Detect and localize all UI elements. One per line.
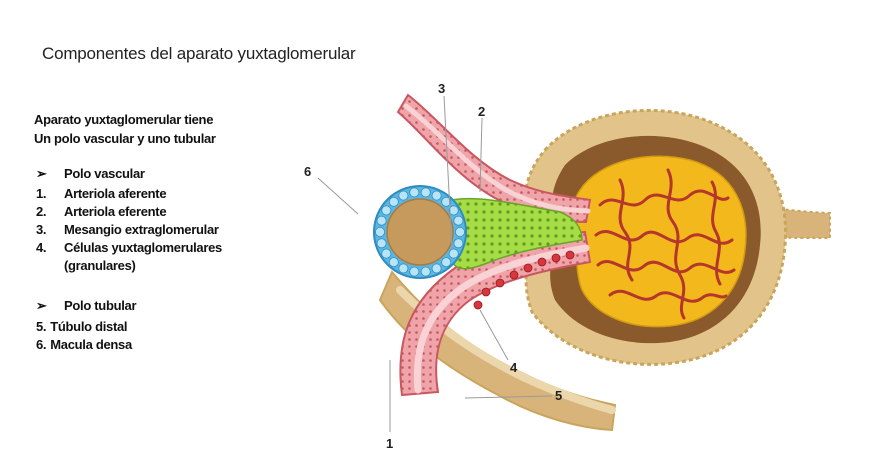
callout-6: 6 [304, 164, 311, 179]
glomerular-capillaries [594, 168, 736, 320]
callout-1: 1 [386, 436, 393, 451]
vascular-pole-list: 1.Arteriola aferente 2.Arteriola eferent… [36, 185, 336, 275]
macula-densa-cell [441, 257, 452, 268]
tubular-pole-heading: ➢Polo tubular [36, 298, 137, 313]
macula-densa-cell [381, 205, 392, 216]
macula-densa [373, 185, 467, 279]
macula-densa-cell [454, 226, 465, 237]
list-item: 3.Mesangio extraglomerular [36, 222, 219, 237]
vascular-pole-heading: ➢Polo vascular [36, 166, 145, 181]
macula-densa-cell [409, 266, 420, 277]
macula-densa-cell [448, 248, 459, 259]
bullet-arrow-icon: ➢ [36, 166, 47, 181]
macula-densa-cell [381, 248, 392, 259]
list-item: 4.Células yuxtaglomerulares (granulares) [36, 240, 222, 273]
macula-densa-cell [376, 238, 387, 249]
macula-densa-cell [388, 196, 399, 207]
callout-4: 4 [510, 360, 518, 375]
macula-densa-cell [388, 257, 399, 268]
efferent-arteriole-lumen [403, 103, 591, 214]
intro-line-2: Un polo vascular y uno tubular [34, 131, 216, 146]
callout-3: 3 [438, 81, 445, 96]
macula-densa-cell [420, 266, 431, 277]
macula-densa-cell [374, 226, 385, 237]
list-item: 2.Arteriola eferente [36, 204, 167, 219]
granular-cells [473, 250, 575, 310]
callout-leaders [317, 95, 553, 432]
macula-densa-cell [453, 238, 464, 249]
callout-2: 2 [478, 104, 485, 119]
macula-densa-cell [453, 215, 464, 226]
intro-text: Aparato yuxtaglomerular tiene Un polo va… [34, 110, 334, 148]
macula-densa-cell [431, 263, 442, 274]
slide-title: Componentes del aparato yuxtaglomerular [42, 44, 356, 63]
list-item: 5.Túbulo distal [36, 319, 128, 334]
callout-5: 5 [555, 388, 562, 403]
intro-line-1: Aparato yuxtaglomerular tiene [34, 112, 214, 127]
macula-densa-cell [376, 215, 387, 226]
macula-densa-cell [420, 187, 431, 198]
macula-densa-cell [398, 190, 409, 201]
list-item: 1.Arteriola aferente [36, 186, 167, 201]
afferent-arteriole-lumen [413, 244, 590, 394]
macula-densa-cell [441, 196, 452, 207]
tubular-pole-list: 5.Túbulo distal 6.Macula densa [36, 318, 336, 354]
bullet-arrow-icon: ➢ [36, 298, 47, 313]
macula-densa-cell [409, 187, 420, 198]
list-item: 6.Macula densa [36, 337, 132, 352]
macula-densa-cell [398, 263, 409, 274]
macula-densa-cell [431, 190, 442, 201]
macula-densa-cell [448, 205, 459, 216]
